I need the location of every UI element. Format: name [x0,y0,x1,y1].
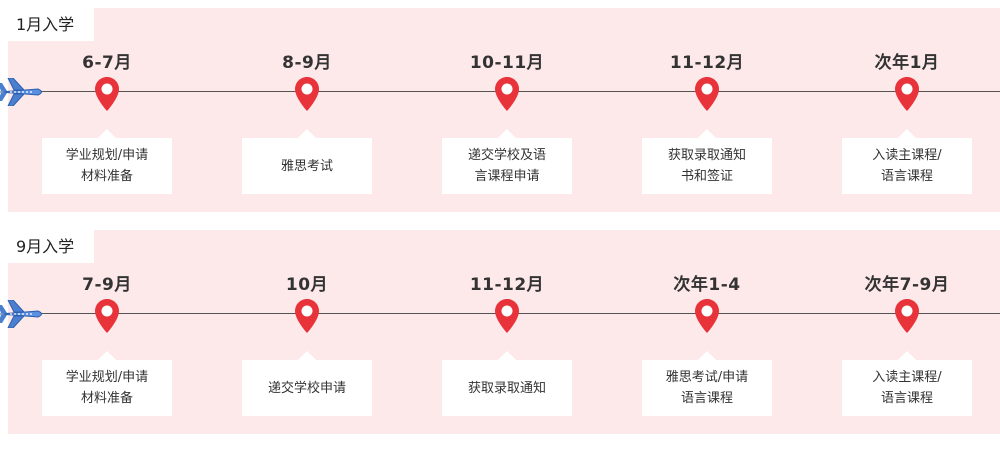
stage-label: 7-9月 [82,275,132,295]
stage-description: 递交学校申请 [267,380,346,396]
timeline-panel-sep: 9月入学 7-9月 学业规划/申请 材料准备 10月 递交学校申请 11-12月 [0,230,1000,434]
stage-label: 6-7月 [82,53,132,73]
stage-description: 递交学校及语 言课程申请 [467,148,546,184]
airplane-icon [0,300,42,328]
stage: 次年1-4 雅思考试/申请 语言课程 [642,230,772,434]
stage-card: 获取录取通知 [442,351,572,416]
stage-description: 入读主课程/ 语言课程 [872,148,942,184]
stage: 8-9月 雅思考试 [242,8,372,212]
stage-label: 10月 [285,275,329,295]
stage-card: 学业规划/申请 材料准备 [42,129,172,194]
stage-description: 入读主课程/ 语言课程 [872,370,942,406]
map-pin-icon [695,77,719,111]
stage-label: 次年1-4 [673,275,741,295]
map-pin-icon [295,77,319,111]
timeline-panel-jan: 1月入学 6-7月 学业规划/申请 材料准备 8-9月 雅思考试 10-11月 [0,8,1000,212]
stage-label: 10-11月 [469,53,545,73]
stage-card: 入读主课程/ 语言课程 [842,129,972,194]
stage: 11-12月 获取录取通知 [442,230,572,434]
stage-label: 11-12月 [469,275,545,295]
stage-description: 学业规划/申请 材料准备 [65,148,149,184]
stage-label: 8-9月 [282,53,332,73]
map-pin-icon [495,299,519,333]
stage: 7-9月 学业规划/申请 材料准备 [42,230,172,434]
stage-label: 11-12月 [669,53,745,73]
stage: 10月 递交学校申请 [242,230,372,434]
stage-card: 雅思考试 [242,129,372,194]
stage-card: 入读主课程/ 语言课程 [842,351,972,416]
stage-description: 雅思考试 [280,158,333,174]
airplane-icon [0,78,42,106]
stage-description: 雅思考试/申请 语言课程 [665,370,749,406]
map-pin-icon [295,299,319,333]
map-pin-icon [95,299,119,333]
map-pin-icon [495,77,519,111]
stage: 11-12月 获取录取通知 书和签证 [642,8,772,212]
stage: 次年7-9月 入读主课程/ 语言课程 [842,230,972,434]
stage-description: 获取录取通知 [467,380,546,396]
timeline-tag: 9月入学 [8,230,95,263]
stage: 次年1月 入读主课程/ 语言课程 [842,8,972,212]
stage-card: 递交学校及语 言课程申请 [442,129,572,194]
stage-card: 获取录取通知 书和签证 [642,129,772,194]
stage-card: 递交学校申请 [242,351,372,416]
map-pin-icon [695,299,719,333]
timeline-tag: 1月入学 [8,8,95,41]
stage-label: 次年7-9月 [864,275,950,295]
stage-label: 次年1月 [874,53,940,73]
stage-card: 学业规划/申请 材料准备 [42,351,172,416]
stage: 6-7月 学业规划/申请 材料准备 [42,8,172,212]
map-pin-icon [895,299,919,333]
map-pin-icon [95,77,119,111]
stage-description: 学业规划/申请 材料准备 [65,370,149,406]
stage-card: 雅思考试/申请 语言课程 [642,351,772,416]
stage-description: 获取录取通知 书和签证 [667,148,746,184]
stage: 10-11月 递交学校及语 言课程申请 [442,8,572,212]
map-pin-icon [895,77,919,111]
